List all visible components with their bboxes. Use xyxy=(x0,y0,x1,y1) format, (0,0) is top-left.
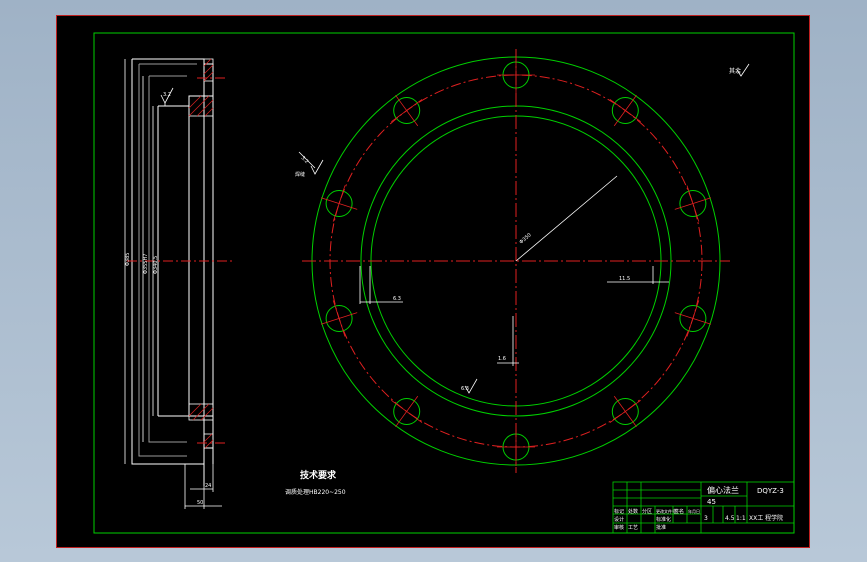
scale-b: 4.5 xyxy=(725,515,735,522)
col-label-zone: 分区 xyxy=(642,508,652,515)
bolt-hole xyxy=(611,97,639,124)
section-centerlines xyxy=(127,77,232,444)
dim-finish: 1.6 xyxy=(498,356,506,362)
bolt-hole-radial-line xyxy=(674,312,712,325)
bolt-holes xyxy=(320,56,712,466)
inner-frame xyxy=(93,32,795,534)
roughness-value-side: 3.2 xyxy=(163,92,171,98)
bolt-hole-radial-line xyxy=(613,94,637,127)
bolt-hole-radial-line xyxy=(395,395,419,428)
bolt-hole-radial-line xyxy=(395,94,419,127)
mid-label-standard: 标准化 xyxy=(656,516,671,523)
col-label-change: 更改文件号 xyxy=(656,508,676,514)
mid-label-approve: 批准 xyxy=(656,524,666,531)
bolt-hole xyxy=(325,190,353,217)
bolt-hole-radial-line xyxy=(320,312,358,325)
bolt-hole-radial-line xyxy=(613,395,637,428)
bolt-hole xyxy=(679,190,707,217)
roughness-mark-front xyxy=(298,63,750,394)
dim-bore-dia: Φ355H7 xyxy=(143,254,149,274)
dim-thickness-50: 50 xyxy=(197,500,203,506)
tech-req-title: 技术要求 xyxy=(300,469,337,481)
weld-label: 焊缝 xyxy=(295,171,305,178)
company: XX工 程学院 xyxy=(749,514,783,522)
col-label-count: 处数 xyxy=(628,508,638,515)
row-label-design: 设计 xyxy=(614,516,624,523)
row-label-mark: 标记 xyxy=(614,508,624,515)
drawing-canvas: Φ385 Φ355H7 Φ340.5 24 50 3.2 xyxy=(93,32,795,534)
drawing-sheet: Φ385 Φ355H7 Φ340.5 24 50 3.2 xyxy=(56,15,810,548)
roughness-value-front: 6.3 xyxy=(461,386,469,392)
bolt-hole-radial-line xyxy=(674,197,712,210)
bolt-hole xyxy=(679,305,707,332)
tech-req-note: 调质处理HB220~250 xyxy=(285,488,346,496)
row-label-process: 工艺 xyxy=(628,525,638,531)
dim-thickness-24: 24 xyxy=(205,483,211,489)
bolt-hole-radial-line xyxy=(320,197,358,210)
roughness-mark-side xyxy=(160,87,174,106)
row-label-review: 审核 xyxy=(614,524,624,531)
dim-offset: 11.5 xyxy=(619,276,630,282)
bolt-hole xyxy=(325,305,353,332)
title-block-text: 偏心法兰 DQYZ-3 45 3 4.5 1:1 XX工 程学院 标记 设计 审… xyxy=(614,485,784,531)
scale-a: 3 xyxy=(704,515,708,522)
radius-leader xyxy=(515,175,618,262)
part-name: 偏心法兰 xyxy=(707,485,739,495)
section-hatch xyxy=(188,58,214,449)
bolt-hole xyxy=(393,97,421,124)
section-dimensions xyxy=(124,59,222,509)
bolt-hole xyxy=(393,398,421,425)
front-view: Φ350 6.3 11.5 1.6 xyxy=(295,49,750,473)
scale-c: 1:1 xyxy=(736,515,746,522)
col-label-date: 年月日 xyxy=(688,508,700,514)
dim-outer-dia: Φ385 xyxy=(125,253,131,266)
dim-step: 6.3 xyxy=(393,296,401,302)
title-block xyxy=(612,481,795,534)
bolt-hole xyxy=(611,398,639,425)
col-label-sign: 签名 xyxy=(674,508,684,515)
dim-pitch-dia: Φ350 xyxy=(518,232,532,245)
roughness-value-top: 3.2 xyxy=(300,155,310,165)
rest-label: 其余 xyxy=(729,67,741,75)
front-dimensions xyxy=(359,266,669,366)
material: 45 xyxy=(707,498,716,506)
drawing-number: DQYZ-3 xyxy=(757,487,784,495)
dim-inner-dia: Φ340.5 xyxy=(153,256,159,274)
